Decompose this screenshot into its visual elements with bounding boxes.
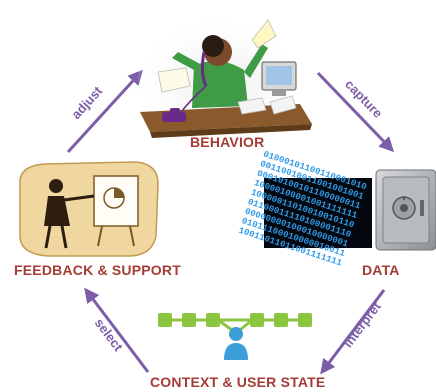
capture-arrow <box>316 71 395 153</box>
context-label: CONTEXT & USER STATE <box>150 374 326 390</box>
interpret-arrow <box>320 289 386 375</box>
feedback-label: FEEDBACK & SUPPORT <box>14 262 181 278</box>
user-network-illustration <box>158 313 312 360</box>
adjust-arrow <box>66 69 144 154</box>
office-worker-on-phone-illustration <box>138 12 312 144</box>
select-arrow <box>84 287 150 373</box>
data-label: DATA <box>362 262 400 278</box>
behavior-label: BEHAVIOR <box>190 134 265 150</box>
binary-code-and-safe-illustration: 0100010110011000101000110010011001001001… <box>237 150 436 269</box>
presenter-at-chart-illustration <box>19 161 159 257</box>
